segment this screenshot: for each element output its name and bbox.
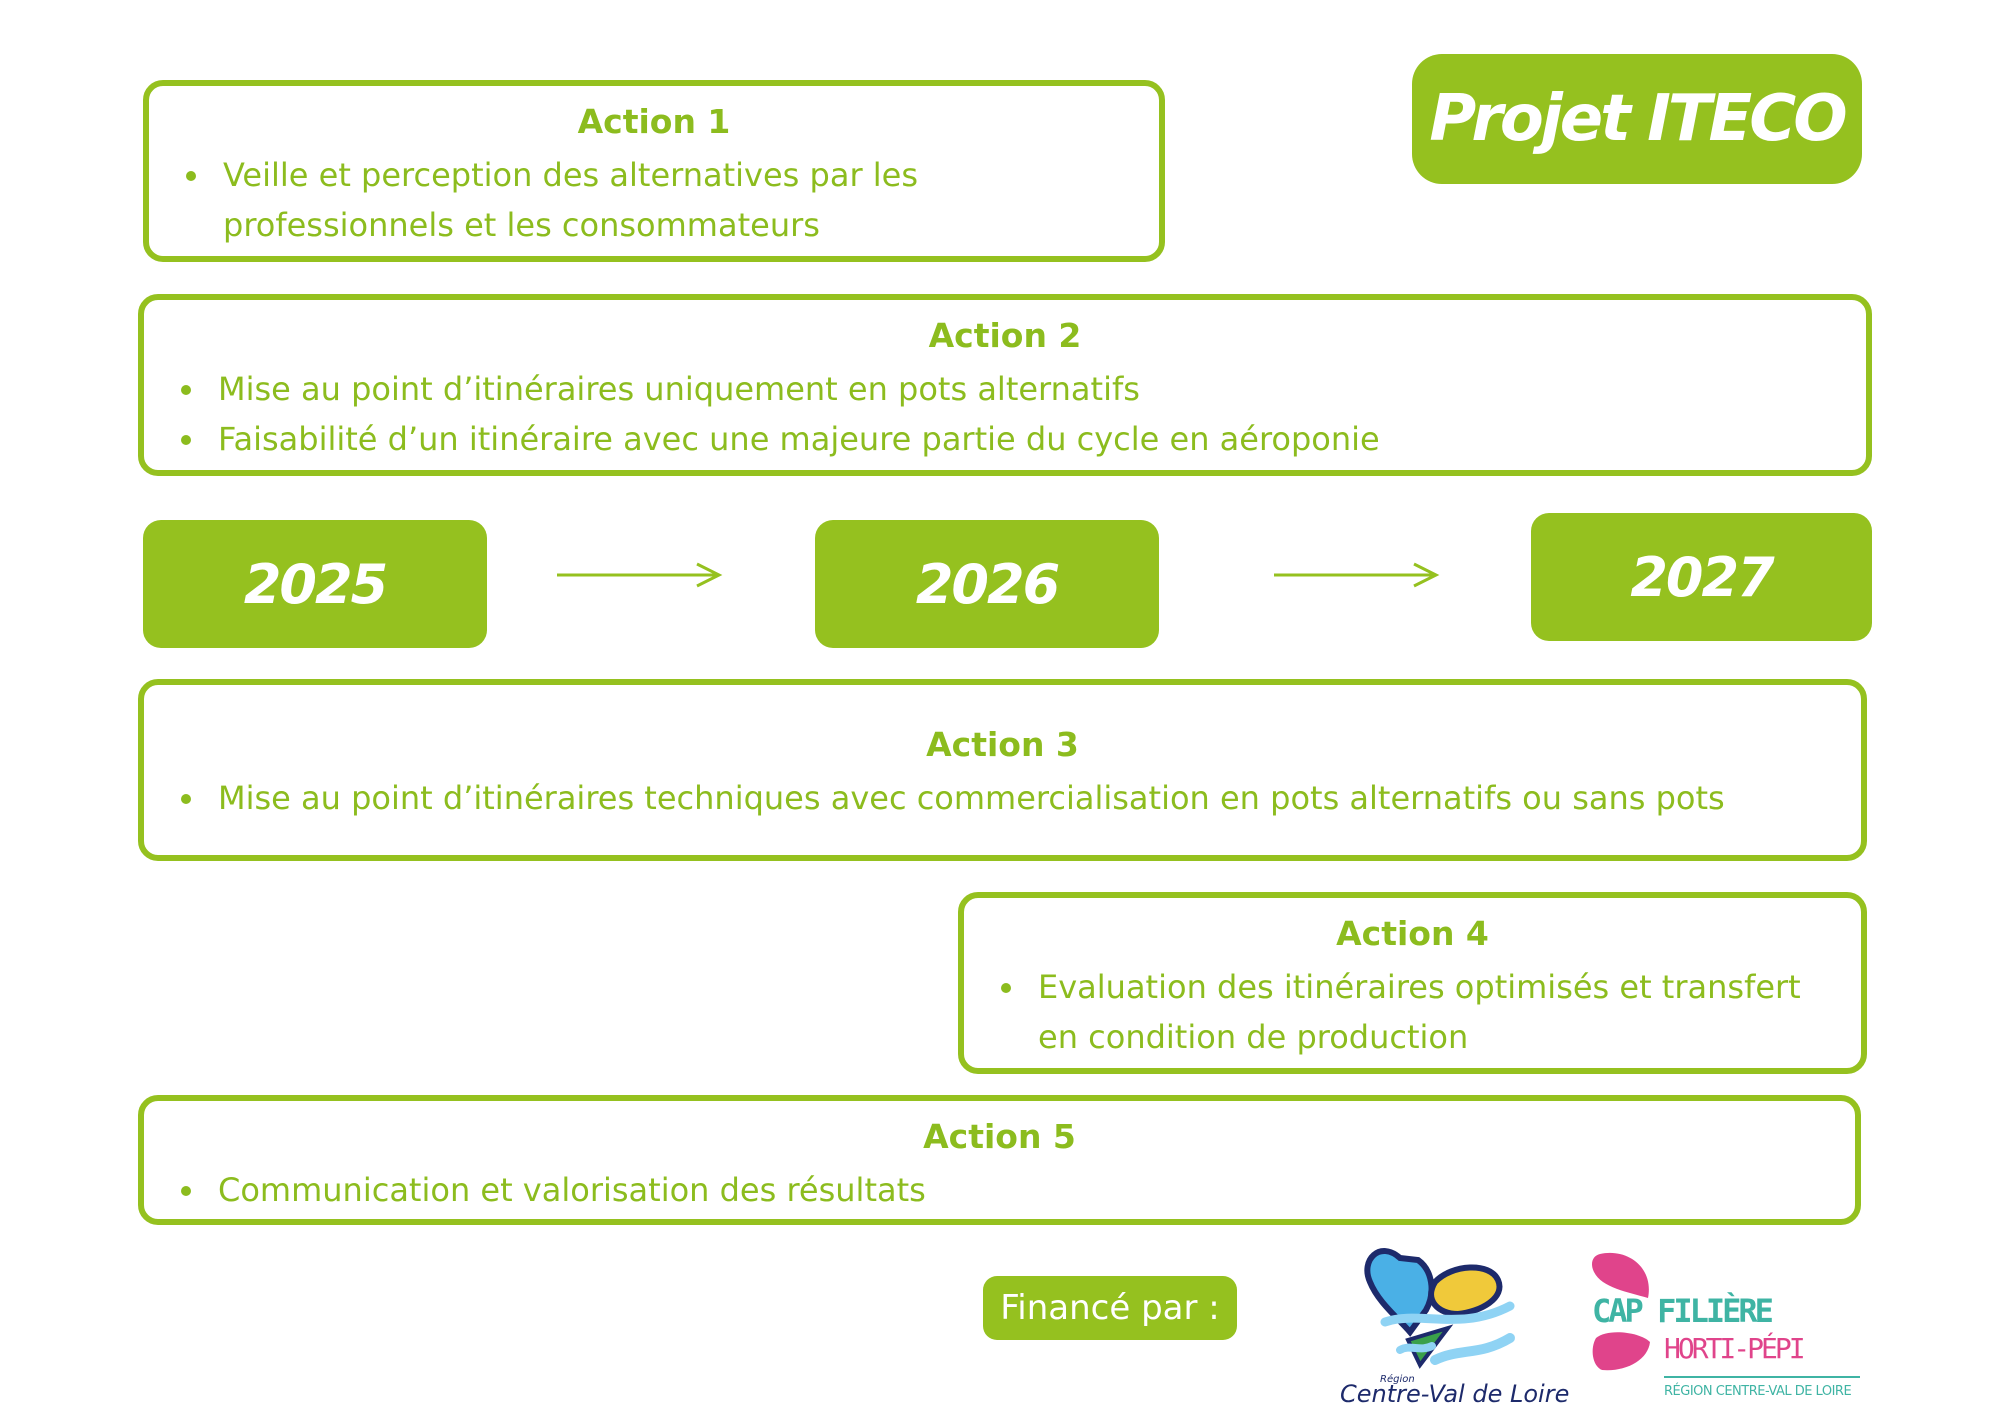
action-1-bullet-1: Veille et perception des alternatives pa… (183, 150, 983, 250)
action-2-title: Action 2 (928, 316, 1082, 355)
action-2-bullet-1: Mise au point d’itinéraires uniquement e… (178, 364, 1828, 414)
region-name: Centre-Val de Loire (1340, 1380, 1570, 1408)
arrow-right-icon (557, 562, 723, 588)
action-5-box: Action 5 Communication et valorisation d… (138, 1095, 1861, 1225)
action-2-bullet-2: Faisabilité d’un itinéraire avec une maj… (178, 414, 1828, 464)
action-2-box: Action 2 Mise au point d’itinéraires uni… (138, 294, 1872, 476)
action-5-title: Action 5 (923, 1117, 1076, 1156)
cap-filiere-divider (1664, 1376, 1860, 1378)
action-1-box: Action 1 Veille et perception des altern… (143, 80, 1165, 262)
action-4-bullets: Evaluation des itinéraires optimisés et … (998, 962, 1838, 1062)
region-centre-val-de-loire-logo: Région Centre-Val de Loire (1340, 1240, 1580, 1410)
region-small-label: Région (1380, 1374, 1415, 1385)
action-3-bullets: Mise au point d’itinéraires techniques a… (178, 773, 1858, 823)
action-3-bullet-1: Mise au point d’itinéraires techniques a… (178, 773, 1858, 823)
cap-filiere-horti-pepi-logo: CAP FILIÈRE HORTI-PÉPI RÉGION CENTRE-VAL… (1588, 1248, 1868, 1408)
action-5-bullet-1: Communication et valorisation des résult… (178, 1165, 1828, 1215)
action-1-bullets: Veille et perception des alternatives pa… (183, 150, 983, 250)
arrow-right-icon (1274, 562, 1440, 588)
action-3-box: Action 3 Mise au point d’itinéraires tec… (138, 679, 1867, 861)
action-4-box: Action 4 Evaluation des itinéraires opti… (958, 892, 1867, 1074)
leaf-shape-icon (1592, 1252, 1650, 1371)
cap-filiere-line1: CAP FILIÈRE (1592, 1292, 1774, 1330)
year-2026: 2026 (815, 520, 1159, 648)
cap-filiere-line3: RÉGION CENTRE-VAL DE LOIRE (1664, 1384, 1852, 1399)
financed-by-label: Financé par : (983, 1276, 1237, 1340)
action-5-bullets: Communication et valorisation des résult… (178, 1165, 1828, 1215)
year-2025: 2025 (143, 520, 487, 648)
action-2-bullets: Mise au point d’itinéraires uniquement e… (178, 364, 1828, 464)
action-3-title: Action 3 (926, 725, 1079, 764)
cap-filiere-line2: HORTI-PÉPI (1664, 1332, 1806, 1365)
heart-icon (1364, 1248, 1515, 1369)
action-4-title: Action 4 (1336, 914, 1489, 953)
action-1-title: Action 1 (577, 102, 731, 141)
year-2027: 2027 (1531, 513, 1872, 641)
project-title: Projet ITECO (1412, 54, 1862, 184)
action-4-bullet-1: Evaluation des itinéraires optimisés et … (998, 962, 1838, 1062)
